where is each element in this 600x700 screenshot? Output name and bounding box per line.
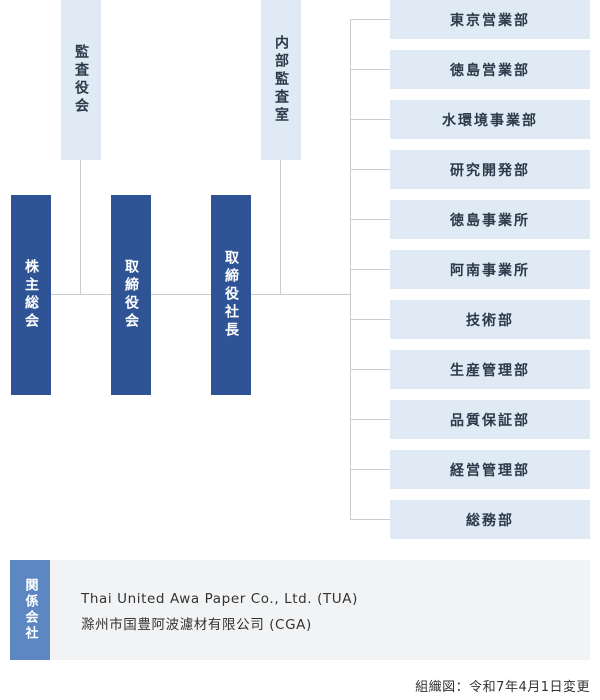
department-box: 生産管理部	[390, 350, 590, 389]
department-branch-line	[350, 219, 390, 220]
department-branch-line	[350, 319, 390, 320]
department-branch-line	[350, 519, 390, 520]
department-branch-line	[350, 169, 390, 170]
main-horizontal-line	[50, 294, 350, 295]
president-label: 取締役社長	[223, 250, 239, 340]
board-of-directors-box: 取締役会	[111, 195, 151, 395]
department-branch-line	[350, 419, 390, 420]
department-branch-line	[350, 69, 390, 70]
department-box: 総務部	[390, 500, 590, 539]
president-box: 取締役社長	[211, 195, 251, 395]
affiliates-list: Thai United Awa Paper Co., Ltd. (TUA) 滁州…	[50, 560, 590, 660]
shareholders-meeting-box: 株主総会	[11, 195, 51, 395]
department-branch-line	[350, 469, 390, 470]
department-branch-line	[350, 269, 390, 270]
department-box: 品質保証部	[390, 400, 590, 439]
department-branch-line	[350, 19, 390, 20]
department-branch-line	[350, 369, 390, 370]
department-box: 阿南事業所	[390, 250, 590, 289]
department-box: 徳島営業部	[390, 50, 590, 89]
affiliate-company-cga: 滁州市国豊阿波濾材有限公司 (CGA)	[81, 617, 312, 633]
department-box: 研究開発部	[390, 150, 590, 189]
department-box: 経営管理部	[390, 450, 590, 489]
affiliate-company-tua: Thai United Awa Paper Co., Ltd. (TUA)	[81, 591, 358, 607]
department-box: 技術部	[390, 300, 590, 339]
auditors-connector-line	[80, 160, 81, 295]
board-of-directors-label: 取締役会	[123, 259, 139, 331]
internal-audit-connector-line	[280, 160, 281, 295]
internal-audit-box: 内部監査室	[261, 0, 301, 160]
internal-audit-label: 内部監査室	[273, 35, 289, 125]
department-branch-line	[350, 119, 390, 120]
department-box: 徳島事業所	[390, 200, 590, 239]
shareholders-meeting-label: 株主総会	[23, 259, 39, 331]
department-box: 東京営業部	[390, 0, 590, 39]
audit-board-label: 監査役会	[73, 44, 89, 116]
audit-board-box: 監査役会	[61, 0, 101, 160]
department-box: 水環境事業部	[390, 100, 590, 139]
org-chart-date-note: 組織図：令和7年4月1日変更	[415, 680, 590, 695]
affiliates-label: 関係会社	[10, 560, 50, 660]
